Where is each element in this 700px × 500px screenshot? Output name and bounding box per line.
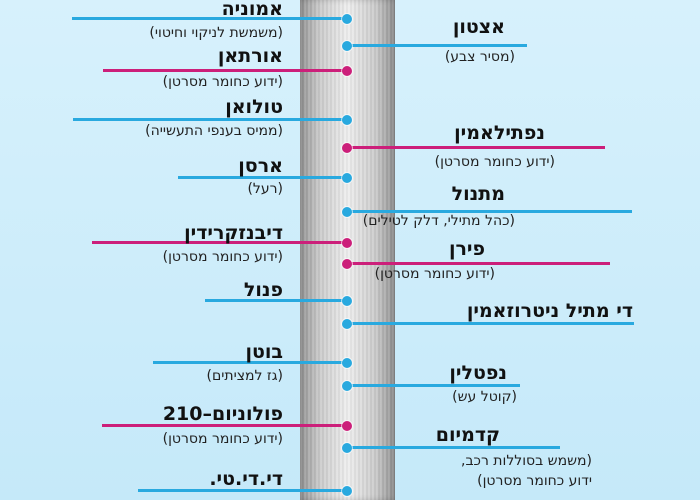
substance-name: נפתילאמין xyxy=(454,122,545,144)
substance-name: די מתיל ניטרוזאמין xyxy=(466,300,633,322)
connector-dot xyxy=(342,420,352,431)
substance-name: פנול xyxy=(243,279,283,301)
substance-description: (רעל) xyxy=(247,181,283,197)
connector-line xyxy=(347,146,605,149)
connector-line xyxy=(347,384,520,387)
connector-dot xyxy=(342,442,352,453)
cigarette-illustration xyxy=(300,0,395,500)
substance-description: (גז למציתים) xyxy=(206,368,283,384)
connector-dot xyxy=(342,258,352,269)
connector-dot xyxy=(342,357,352,368)
substance-description: ידוע כחומר מסרטן) xyxy=(477,473,592,489)
substance-description: (ממיס בענפי התעשייה) xyxy=(145,123,283,139)
connector-line xyxy=(103,69,347,72)
substance-name: ארסן xyxy=(238,155,283,177)
connector-dot xyxy=(342,295,352,306)
connector-dot xyxy=(342,13,352,24)
connector-line xyxy=(153,361,347,364)
substance-description: (ידוע כחומר מסרטן) xyxy=(162,74,283,90)
substance-description: (קוטל עש) xyxy=(452,389,517,405)
connector-dot xyxy=(342,114,352,125)
connector-dot xyxy=(342,172,352,183)
connector-line xyxy=(102,424,347,427)
substance-name: די.די.טי. xyxy=(209,468,283,490)
substance-name: אמוניה xyxy=(221,0,283,20)
substance-name: נפטלין xyxy=(449,362,507,384)
substance-name: פולוניום–210 xyxy=(162,403,283,425)
connector-line xyxy=(72,17,347,20)
connector-dot xyxy=(342,485,352,496)
connector-dot xyxy=(342,237,352,248)
substance-description: (כהל מתילי, דלק לטילים) xyxy=(362,213,515,229)
substance-description: (מסיר צבע) xyxy=(444,49,515,65)
substance-description: (ידוע כחומר מסרטן) xyxy=(162,249,283,265)
connector-dot xyxy=(342,65,352,76)
substance-name: טולואן xyxy=(225,96,283,118)
connector-line xyxy=(73,118,347,121)
connector-dot xyxy=(342,206,352,217)
connector-dot xyxy=(342,318,352,329)
substance-description: (ידוע כחומר מסרטן) xyxy=(374,266,495,282)
connector-line xyxy=(347,262,610,265)
substance-name: פירן xyxy=(448,238,485,260)
connector-line xyxy=(138,489,347,492)
connector-dot xyxy=(342,142,352,153)
connector-line xyxy=(347,322,634,325)
connector-line xyxy=(205,299,347,302)
connector-line xyxy=(178,176,347,179)
substance-description: (משמש בסוללות רכב, xyxy=(461,453,592,469)
substance-name: אורתאן xyxy=(217,45,283,67)
substance-name: מתנול xyxy=(451,183,505,205)
connector-line xyxy=(347,446,560,449)
substance-name: דיבנזקרידין xyxy=(184,222,283,244)
connector-dot xyxy=(342,380,352,391)
substance-description: (ידוע כחומר מסרטן) xyxy=(434,154,555,170)
connector-dot xyxy=(342,40,352,51)
substance-name: אצטון xyxy=(452,16,505,38)
connector-line xyxy=(92,241,347,244)
connector-line xyxy=(347,44,527,47)
substance-name: קדמיום xyxy=(435,424,500,446)
substance-description: (משמשת לניקוי וחיטוי) xyxy=(149,25,283,41)
substance-name: בוטן xyxy=(245,341,283,363)
substance-description: (ידוע כחומר מסרטן) xyxy=(162,431,283,447)
connector-line xyxy=(347,210,632,213)
